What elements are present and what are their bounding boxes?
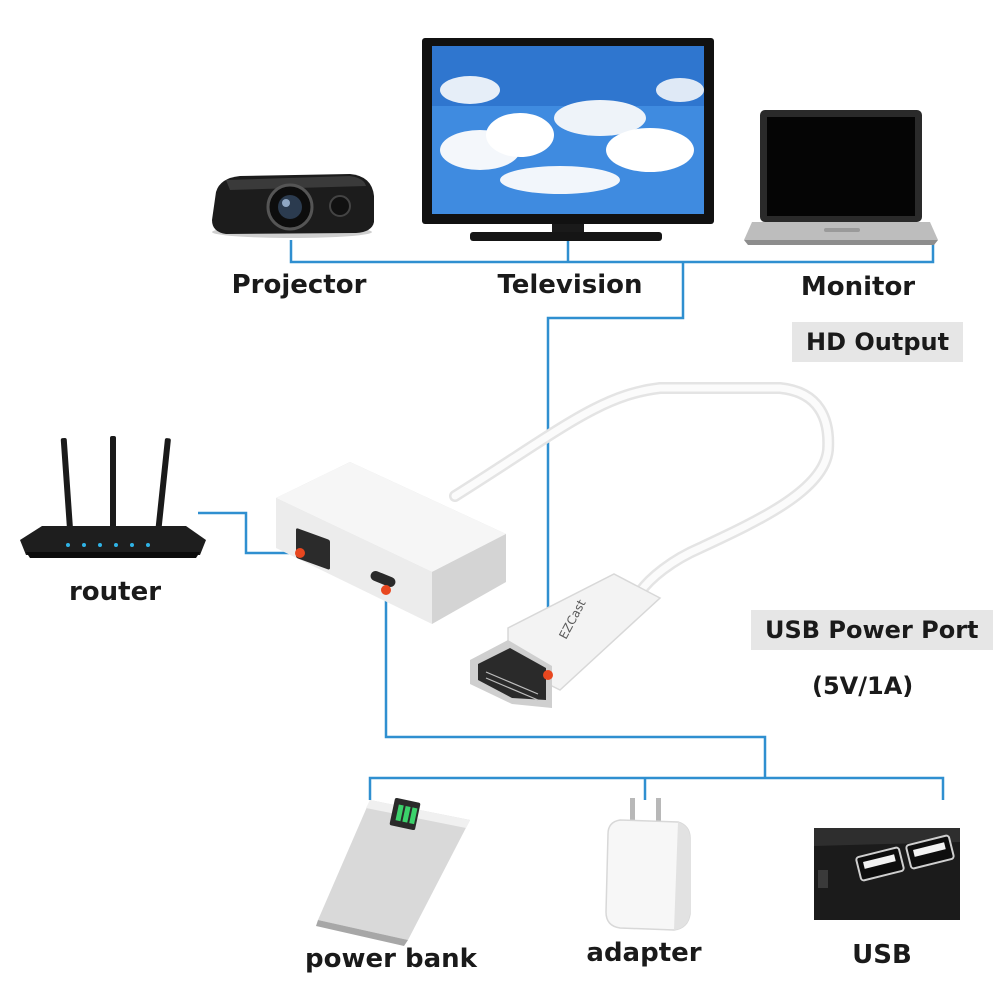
monitor-image xyxy=(744,110,938,245)
projector-image xyxy=(212,174,374,238)
adapter-label: adapter xyxy=(586,938,702,968)
monitor-label: Monitor xyxy=(800,272,916,302)
router-label: router xyxy=(68,577,162,607)
hdmi-cable xyxy=(449,382,835,598)
television-label: Television xyxy=(497,270,643,300)
adapter-hub xyxy=(276,462,506,624)
power-bank-label: power bank xyxy=(305,944,477,974)
television-image xyxy=(422,38,714,241)
hdmi-link-line xyxy=(546,262,685,670)
usb-ports-image xyxy=(814,828,960,920)
power-bank-image xyxy=(316,797,470,946)
hdmi-port-dot xyxy=(543,670,553,680)
power-trunk-line xyxy=(384,590,767,778)
adapter-image xyxy=(605,798,691,931)
connector-lines xyxy=(198,240,945,800)
usb-power-port-tag: USB Power Port xyxy=(751,610,993,650)
usb-c-port-dot xyxy=(381,585,391,595)
output-bus-line xyxy=(289,240,935,264)
router-link-line xyxy=(198,511,298,555)
usb-label: USB xyxy=(852,940,912,970)
power-spec-text: (5V/1A) xyxy=(812,672,914,700)
ethernet-port-dot xyxy=(295,548,305,558)
power-bus-line xyxy=(368,776,945,800)
router-image xyxy=(20,436,206,558)
hdmi-dongle: EZCast xyxy=(470,573,662,708)
hd-output-tag: HD Output xyxy=(792,322,964,362)
projector-label: Projector xyxy=(231,270,367,300)
